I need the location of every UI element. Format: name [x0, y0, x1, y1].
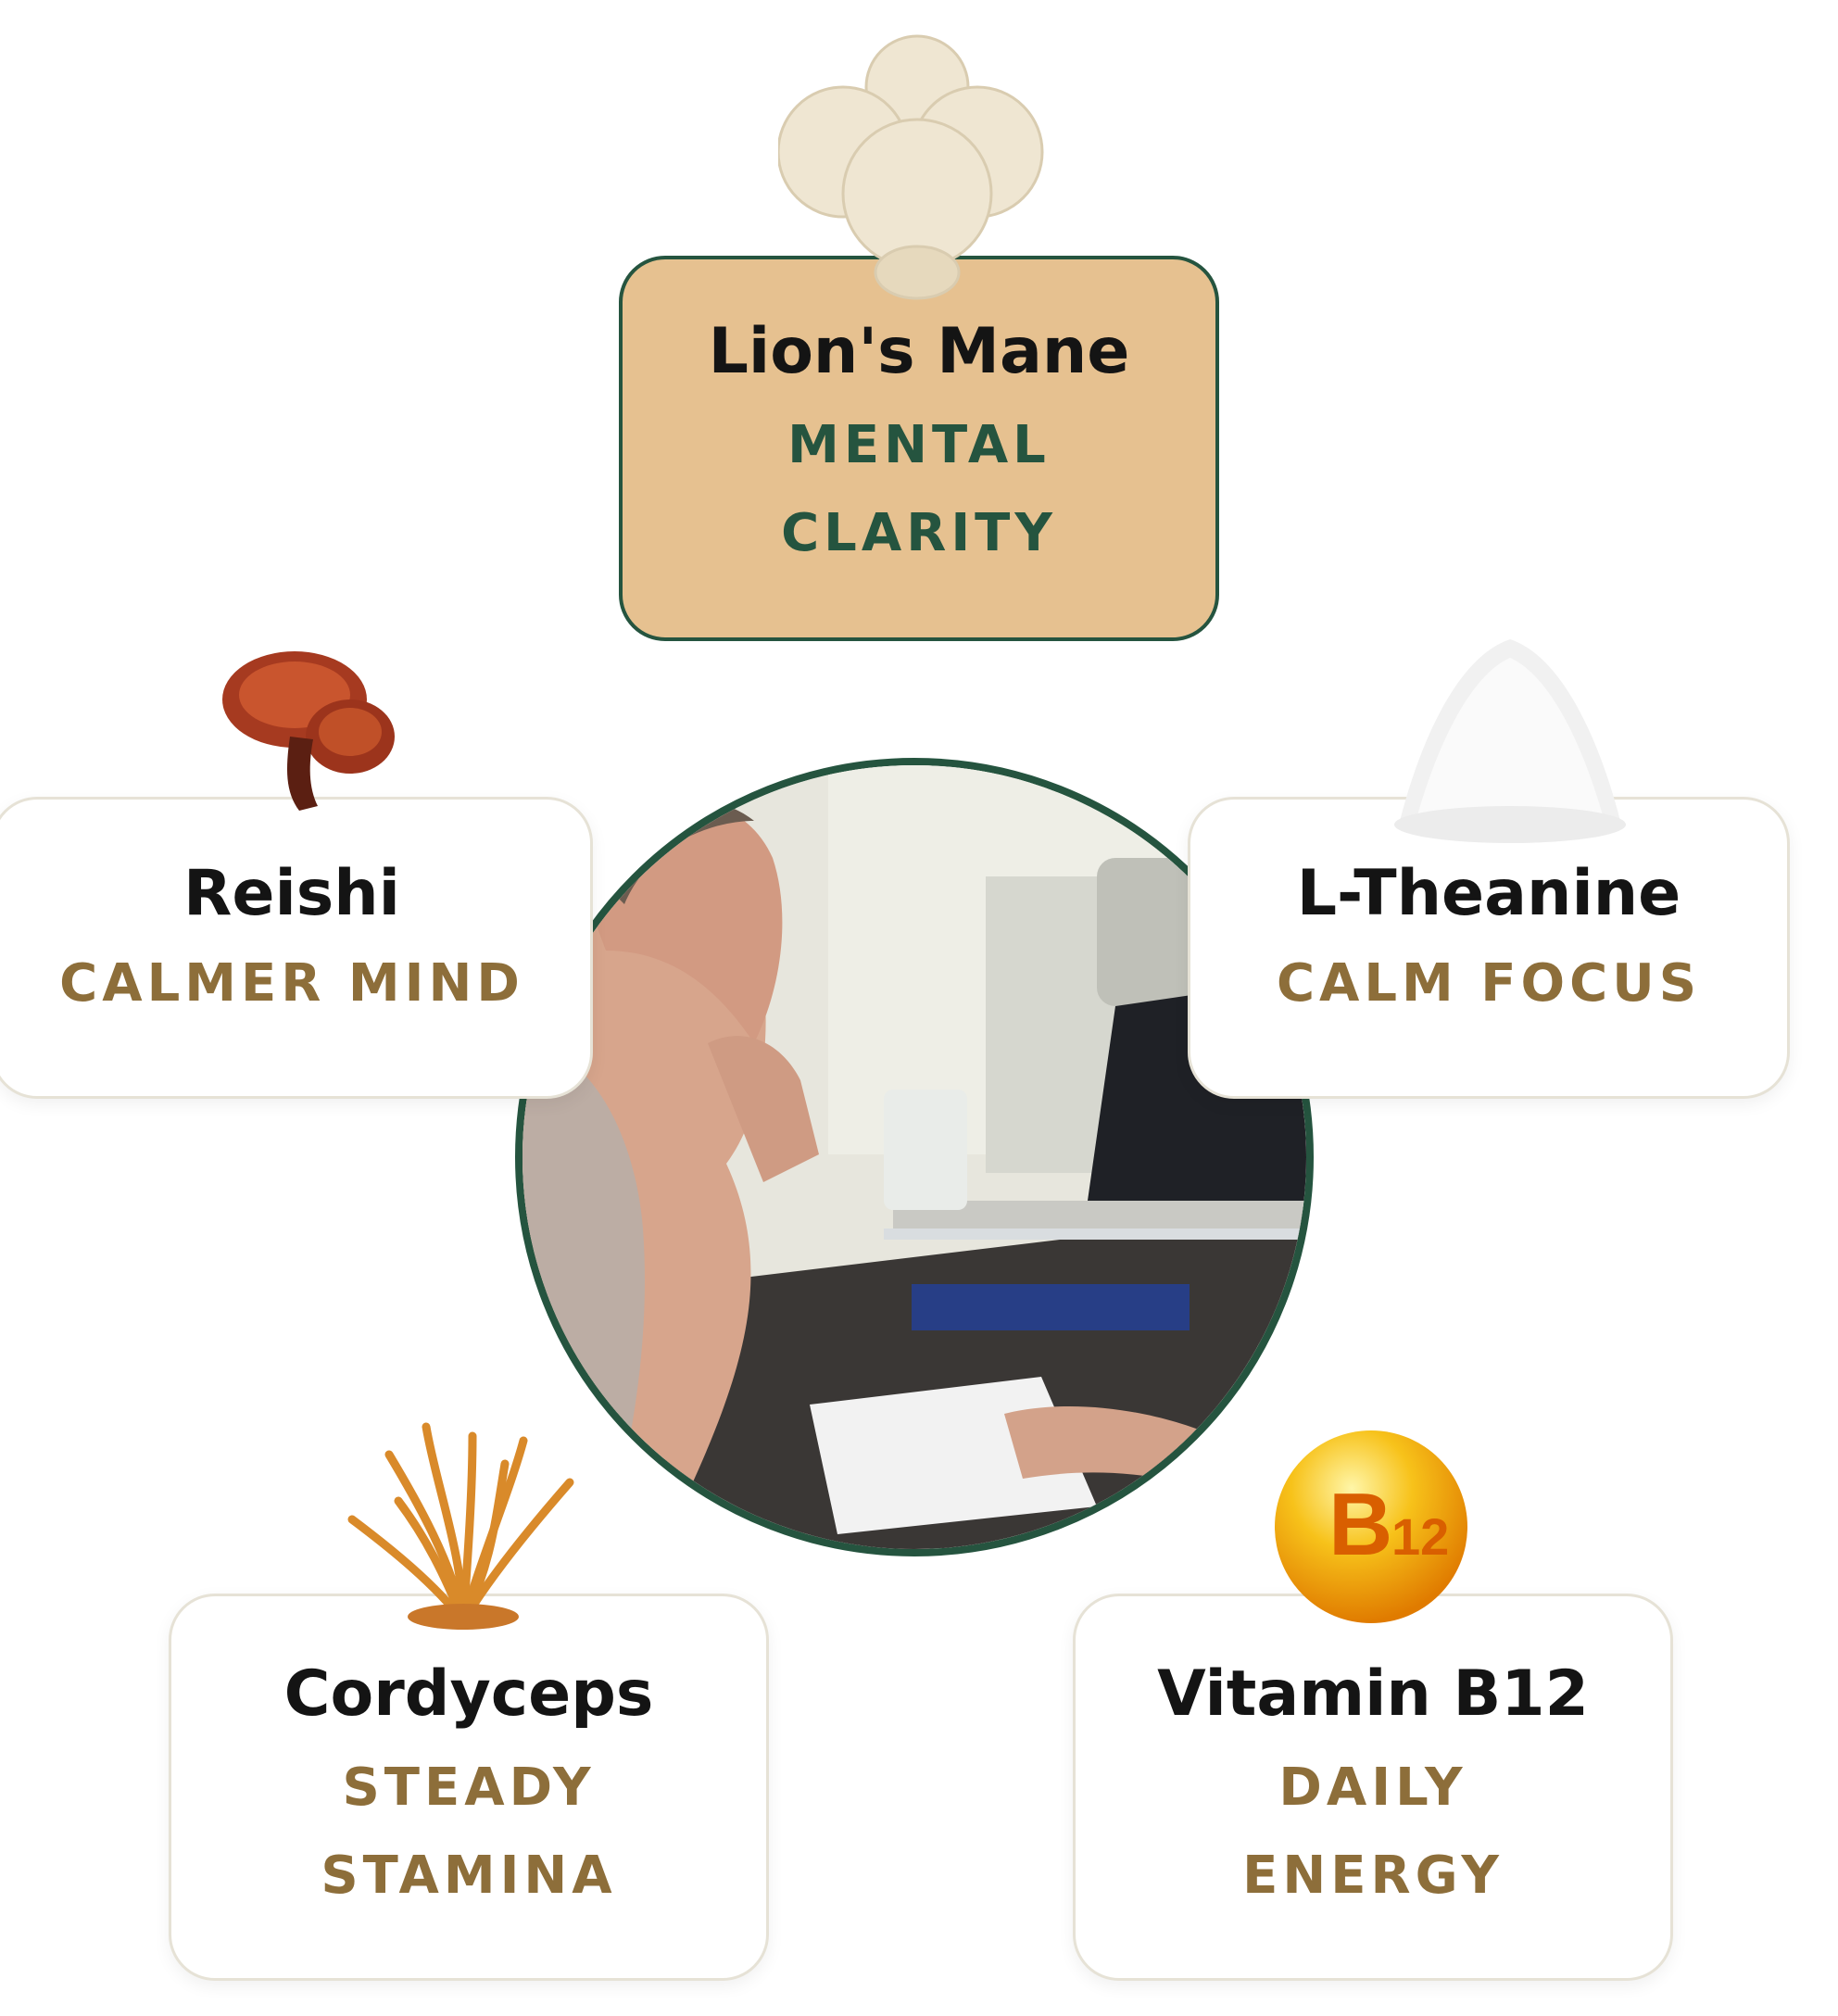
reishi-mushroom-icon: [220, 639, 397, 815]
vitamin-b12-card: Vitamin B12 DAILY ENERGY: [1073, 1594, 1673, 1981]
powder-pile-icon: [1380, 602, 1640, 852]
lions-mane-benefit-line1: MENTAL: [787, 415, 1051, 475]
cordyceps-benefit-line2: STAMINA: [321, 1846, 617, 1906]
lions-mane-benefit-line2: CLARITY: [781, 503, 1057, 563]
reishi-title: Reishi: [183, 857, 400, 930]
b12-badge-letter: B: [1328, 1475, 1392, 1574]
l-theanine-title: L-Theanine: [1296, 857, 1681, 930]
reishi-benefit: CALMER MIND: [59, 953, 524, 1014]
reishi-card: Reishi CALMER MIND: [0, 797, 593, 1099]
cordyceps-benefit-line1: STEADY: [342, 1758, 596, 1818]
b12-capsule-icon: B 12: [1271, 1427, 1471, 1627]
lions-mane-title: Lion's Mane: [708, 315, 1130, 388]
cordyceps-icon: [334, 1418, 593, 1631]
cordyceps-title: Cordyceps: [283, 1657, 654, 1731]
l-theanine-benefit: CALM FOCUS: [1276, 953, 1702, 1014]
l-theanine-card: L-Theanine CALM FOCUS: [1188, 797, 1790, 1099]
cordyceps-card: Cordyceps STEADY STAMINA: [169, 1594, 769, 1981]
vitamin-b12-benefit-line1: DAILY: [1278, 1758, 1467, 1818]
b12-badge-number: 12: [1391, 1507, 1449, 1566]
vitamin-b12-title: Vitamin B12: [1157, 1657, 1589, 1731]
lions-mane-mushroom-icon: [776, 32, 1056, 300]
vitamin-b12-benefit-line2: ENERGY: [1242, 1846, 1504, 1906]
lions-mane-card: Lion's Mane MENTAL CLARITY: [619, 256, 1219, 641]
